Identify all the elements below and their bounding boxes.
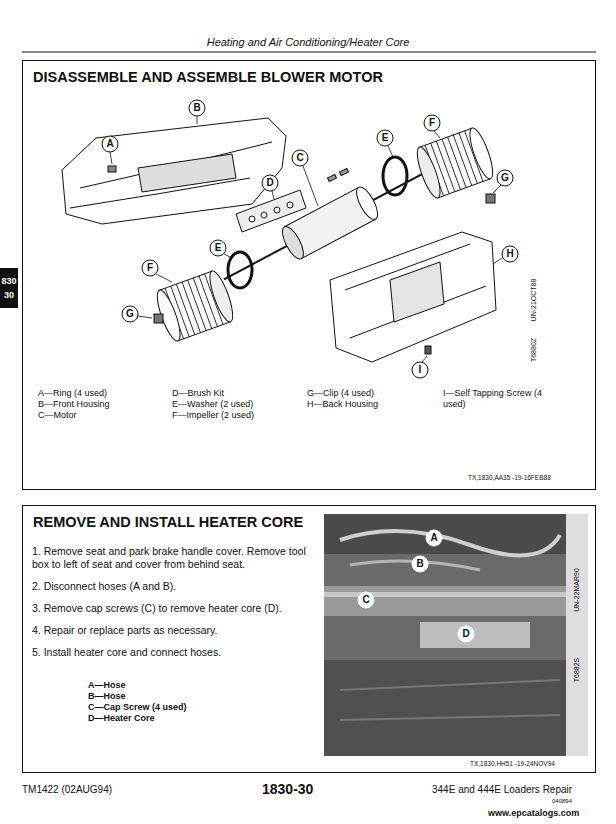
leader-lines	[110, 116, 502, 362]
footer-text: TM1422 (02AUG94)	[22, 784, 112, 796]
callout-letter: F	[147, 262, 153, 274]
callout-circle	[358, 592, 374, 608]
heater-core-photo	[324, 514, 588, 756]
callout-letter: G	[126, 308, 134, 320]
callout-circle	[412, 362, 428, 378]
section-title: REMOVE AND INSTALL HEATER CORE	[23, 506, 595, 530]
procedure-step: 3. Remove cap screws (C) to remove heate…	[32, 602, 312, 615]
procedure-step: 4. Repair or replace parts as necessary.	[32, 624, 312, 637]
callout-letter: H	[506, 248, 513, 260]
reference-code: TX,1830,HH51 -19-24NOV94	[470, 760, 555, 768]
screw	[425, 346, 431, 354]
callout-circle	[502, 246, 518, 262]
callout-letter: G	[501, 172, 509, 184]
callout-circle	[189, 100, 205, 116]
figure-code: UN-21OCT88	[530, 279, 538, 322]
callout-letter: B	[193, 102, 200, 114]
brush	[249, 216, 255, 222]
parts-list-item: F—Impeller (2 used)	[172, 410, 254, 421]
procedure-step: 2. Disconnect hoses (A and B).	[32, 580, 312, 593]
callout-letter: F	[429, 117, 435, 129]
brush	[261, 212, 267, 218]
parts-list-item: B—Hose	[88, 691, 126, 702]
callout-circle	[262, 175, 278, 191]
callout-letter: A	[106, 138, 113, 150]
section-tab-number: 830	[1, 276, 16, 287]
back-housing	[330, 232, 496, 362]
parts-list-item: D—Heater Core	[88, 713, 155, 724]
parts-list-item: C—Cap Screw (4 used)	[88, 702, 187, 713]
figure-code: T6880Z	[530, 338, 538, 362]
parts-list-item: A—Ring (4 used)	[38, 388, 107, 399]
impeller	[153, 269, 237, 344]
callout-circle	[210, 240, 226, 256]
callout-letter: E	[215, 242, 222, 254]
brush	[287, 202, 293, 208]
impeller	[413, 126, 497, 201]
parts-list-item: I—Self Tapping Screw (4 used)	[443, 388, 561, 410]
header-rule	[22, 52, 596, 53]
clip	[154, 314, 163, 323]
callout-circle	[424, 115, 440, 131]
brush	[328, 174, 337, 181]
section-box: DISASSEMBLE AND ASSEMBLE BLOWER MOTOR	[22, 60, 596, 490]
parts-list-item: E—Washer (2 used)	[172, 399, 253, 410]
figure-code: T6882S	[573, 658, 581, 683]
callout-letter: E	[382, 132, 389, 144]
parts-list-item: C—Motor	[38, 410, 77, 421]
parts-list-item: A—Hose	[88, 680, 126, 691]
callout-circle	[142, 260, 158, 276]
callout-circle	[426, 530, 442, 546]
page-number: 1830-30	[262, 781, 313, 798]
watermark: www.epcatalogs.com	[488, 808, 579, 819]
callout-letter: D	[462, 628, 469, 640]
callout-circle	[102, 136, 118, 152]
parts-list-item: D—Brush Kit	[172, 388, 224, 399]
housing-edge	[345, 244, 486, 338]
ring-part	[108, 166, 116, 172]
callout-circle	[377, 130, 393, 146]
callout-letter: C	[362, 594, 369, 606]
housing-window	[138, 154, 236, 192]
footer-code: 040894	[552, 798, 572, 805]
callout-letter: I	[419, 364, 422, 376]
page-header: Heating and Air Conditioning/Heater Core	[0, 36, 616, 48]
housing-window	[390, 262, 444, 322]
parts-list-item: H—Back Housing	[307, 399, 378, 410]
blower-exploded-view	[62, 116, 502, 362]
section-title: DISASSEMBLE AND ASSEMBLE BLOWER MOTOR	[23, 61, 595, 85]
clip	[486, 194, 495, 203]
callout-letter: C	[296, 152, 303, 164]
washer	[383, 157, 407, 195]
callout-circle	[122, 306, 138, 322]
callout-letter: A	[430, 532, 437, 544]
callout-letter: D	[266, 177, 273, 189]
callout-circle	[292, 150, 308, 166]
housing-edge	[70, 178, 250, 208]
brush	[340, 168, 349, 175]
section-tab-number: 30	[4, 290, 14, 301]
callout-circle	[458, 626, 474, 642]
brush	[274, 207, 280, 213]
footer-text: 344E and 444E Loaders Repair	[432, 784, 572, 796]
procedure-step: 1. Remove seat and park brake handle cov…	[32, 545, 312, 570]
figure-code: UN-22MAR90	[573, 568, 581, 612]
procedure-step: 5. Install heater core and connect hoses…	[32, 646, 312, 659]
callout-circle	[497, 170, 513, 186]
parts-list-item: G—Clip (4 used)	[307, 388, 374, 399]
section-tab	[0, 268, 18, 308]
callout-letter: B	[416, 558, 423, 570]
parts-list-item: B—Front Housing	[38, 399, 110, 410]
reference-code: TX,1830,AA35 -19-16FEB88	[468, 474, 551, 482]
callout-circle	[412, 556, 428, 572]
